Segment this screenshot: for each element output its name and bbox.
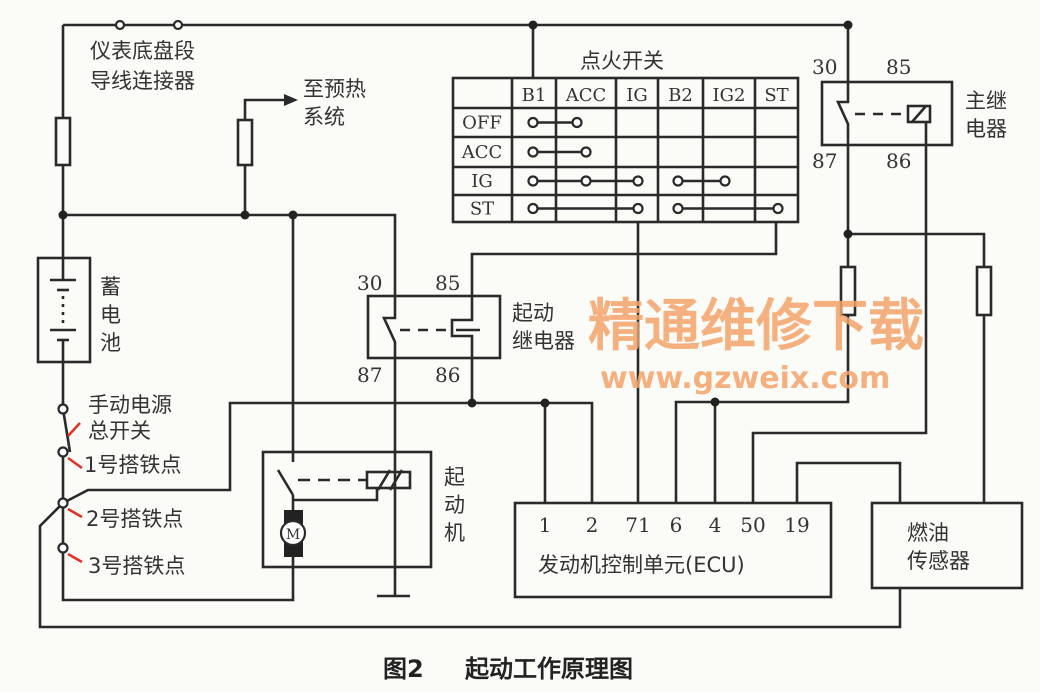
fuse-icon — [975, 265, 993, 317]
start-relay-label: 继电器 — [512, 329, 575, 353]
ground-3-label: 3号搭铁点 — [88, 554, 185, 578]
fuse-icon — [54, 116, 72, 167]
ecu-box — [513, 501, 833, 599]
contact-point — [672, 202, 684, 215]
contact-point — [527, 146, 539, 158]
ecu-pin-2: 2 — [586, 513, 599, 537]
start-relay-terminal-87: 87 — [357, 363, 382, 387]
preheat-label: 至预热 — [303, 77, 366, 101]
ecu-pins: 1 2 71 6 4 50 19 — [539, 513, 810, 537]
fuel-sensor-box — [870, 501, 1024, 590]
fuel-sensor-label: 燃油 — [907, 521, 949, 545]
starter-label: 起 — [444, 465, 465, 489]
main-relay-terminal-86: 86 — [886, 149, 911, 173]
battery — [36, 256, 92, 364]
fuse-icon — [236, 118, 254, 167]
contact-point — [527, 175, 539, 187]
main-switch-label: 总开关 — [88, 419, 151, 443]
contact-point — [632, 175, 644, 187]
battery-label: 蓄 — [100, 275, 121, 299]
ecu-pin-19: 19 — [784, 513, 809, 537]
main-switch-label: 手动电源 — [88, 393, 172, 417]
start-relay-terminal-30: 30 — [357, 271, 382, 295]
contact-point — [672, 175, 684, 187]
start-relay-terminal-86: 86 — [435, 363, 460, 387]
wires — [38, 23, 986, 629]
row-header: ACC — [461, 142, 503, 163]
contact-point — [527, 116, 539, 129]
contact-point — [772, 202, 784, 215]
main-relay-terminal-87: 87 — [812, 149, 837, 173]
battery-label: 电 — [100, 303, 121, 327]
fuel-sensor-label: 传感器 — [907, 549, 970, 573]
ecu-label: 发动机控制单元(ECU) — [538, 553, 745, 577]
figure-number: 图2 — [383, 655, 424, 683]
contact-point — [580, 175, 592, 187]
ground-point-2 — [57, 497, 69, 509]
column-header: ACC — [565, 85, 607, 106]
contact-point — [632, 202, 644, 215]
motor-icon: M — [286, 527, 300, 543]
preheat-label: 系统 — [303, 105, 345, 129]
ground-1-label: 1号搭铁点 — [84, 453, 181, 477]
main-relay-label: 电器 — [965, 117, 1007, 141]
connector-label: 仪表底盘段 — [90, 39, 195, 63]
starter-label: 动 — [444, 493, 465, 517]
start-relay — [366, 294, 502, 360]
ground-point-3 — [57, 542, 69, 554]
arrow-icon — [284, 94, 298, 106]
start-relay-terminal-85: 85 — [435, 271, 460, 295]
row-header: IG — [471, 171, 493, 192]
ecu-pin-6: 6 — [670, 513, 683, 537]
main-relay-label: 主继 — [965, 89, 1007, 113]
contact-point — [580, 146, 592, 158]
starter-label: 机 — [444, 521, 465, 545]
column-header: IG2 — [713, 85, 746, 106]
main-power-switch — [57, 403, 81, 458]
ignition-switch-title: 点火开关 — [580, 49, 664, 73]
column-header: ST — [764, 85, 788, 106]
column-header: B1 — [522, 85, 547, 106]
ecu-pin-4: 4 — [709, 513, 722, 537]
connector-terminals — [114, 19, 184, 31]
main-relay-terminal-30: 30 — [812, 55, 837, 79]
row-header: OFF — [462, 113, 502, 134]
watermark-text: 精通维修下载 — [588, 294, 924, 359]
figure-title: 起动工作原理图 — [464, 655, 633, 683]
contact-point — [527, 202, 539, 215]
contact-point — [719, 175, 731, 187]
start-relay-label: 起动 — [512, 301, 554, 325]
column-header: IG — [626, 85, 648, 106]
column-header: B2 — [668, 85, 693, 106]
battery-label: 池 — [100, 331, 121, 355]
starter-motor — [261, 450, 433, 569]
ecu-pin-71: 71 — [625, 513, 650, 537]
ground-2-label: 2号搭铁点 — [86, 507, 183, 531]
junction-dots — [58, 20, 853, 408]
contact-point — [571, 116, 583, 129]
main-relay-terminal-85: 85 — [886, 55, 911, 79]
ecu-pin-50: 50 — [740, 513, 765, 537]
watermark-url: www.gzweix.com — [600, 361, 890, 396]
connector-label: 导线连接器 — [90, 69, 195, 93]
row-header: ST — [470, 199, 494, 220]
ecu-pin-1: 1 — [539, 513, 552, 537]
main-relay — [820, 80, 954, 147]
fuse-icon — [839, 265, 857, 317]
